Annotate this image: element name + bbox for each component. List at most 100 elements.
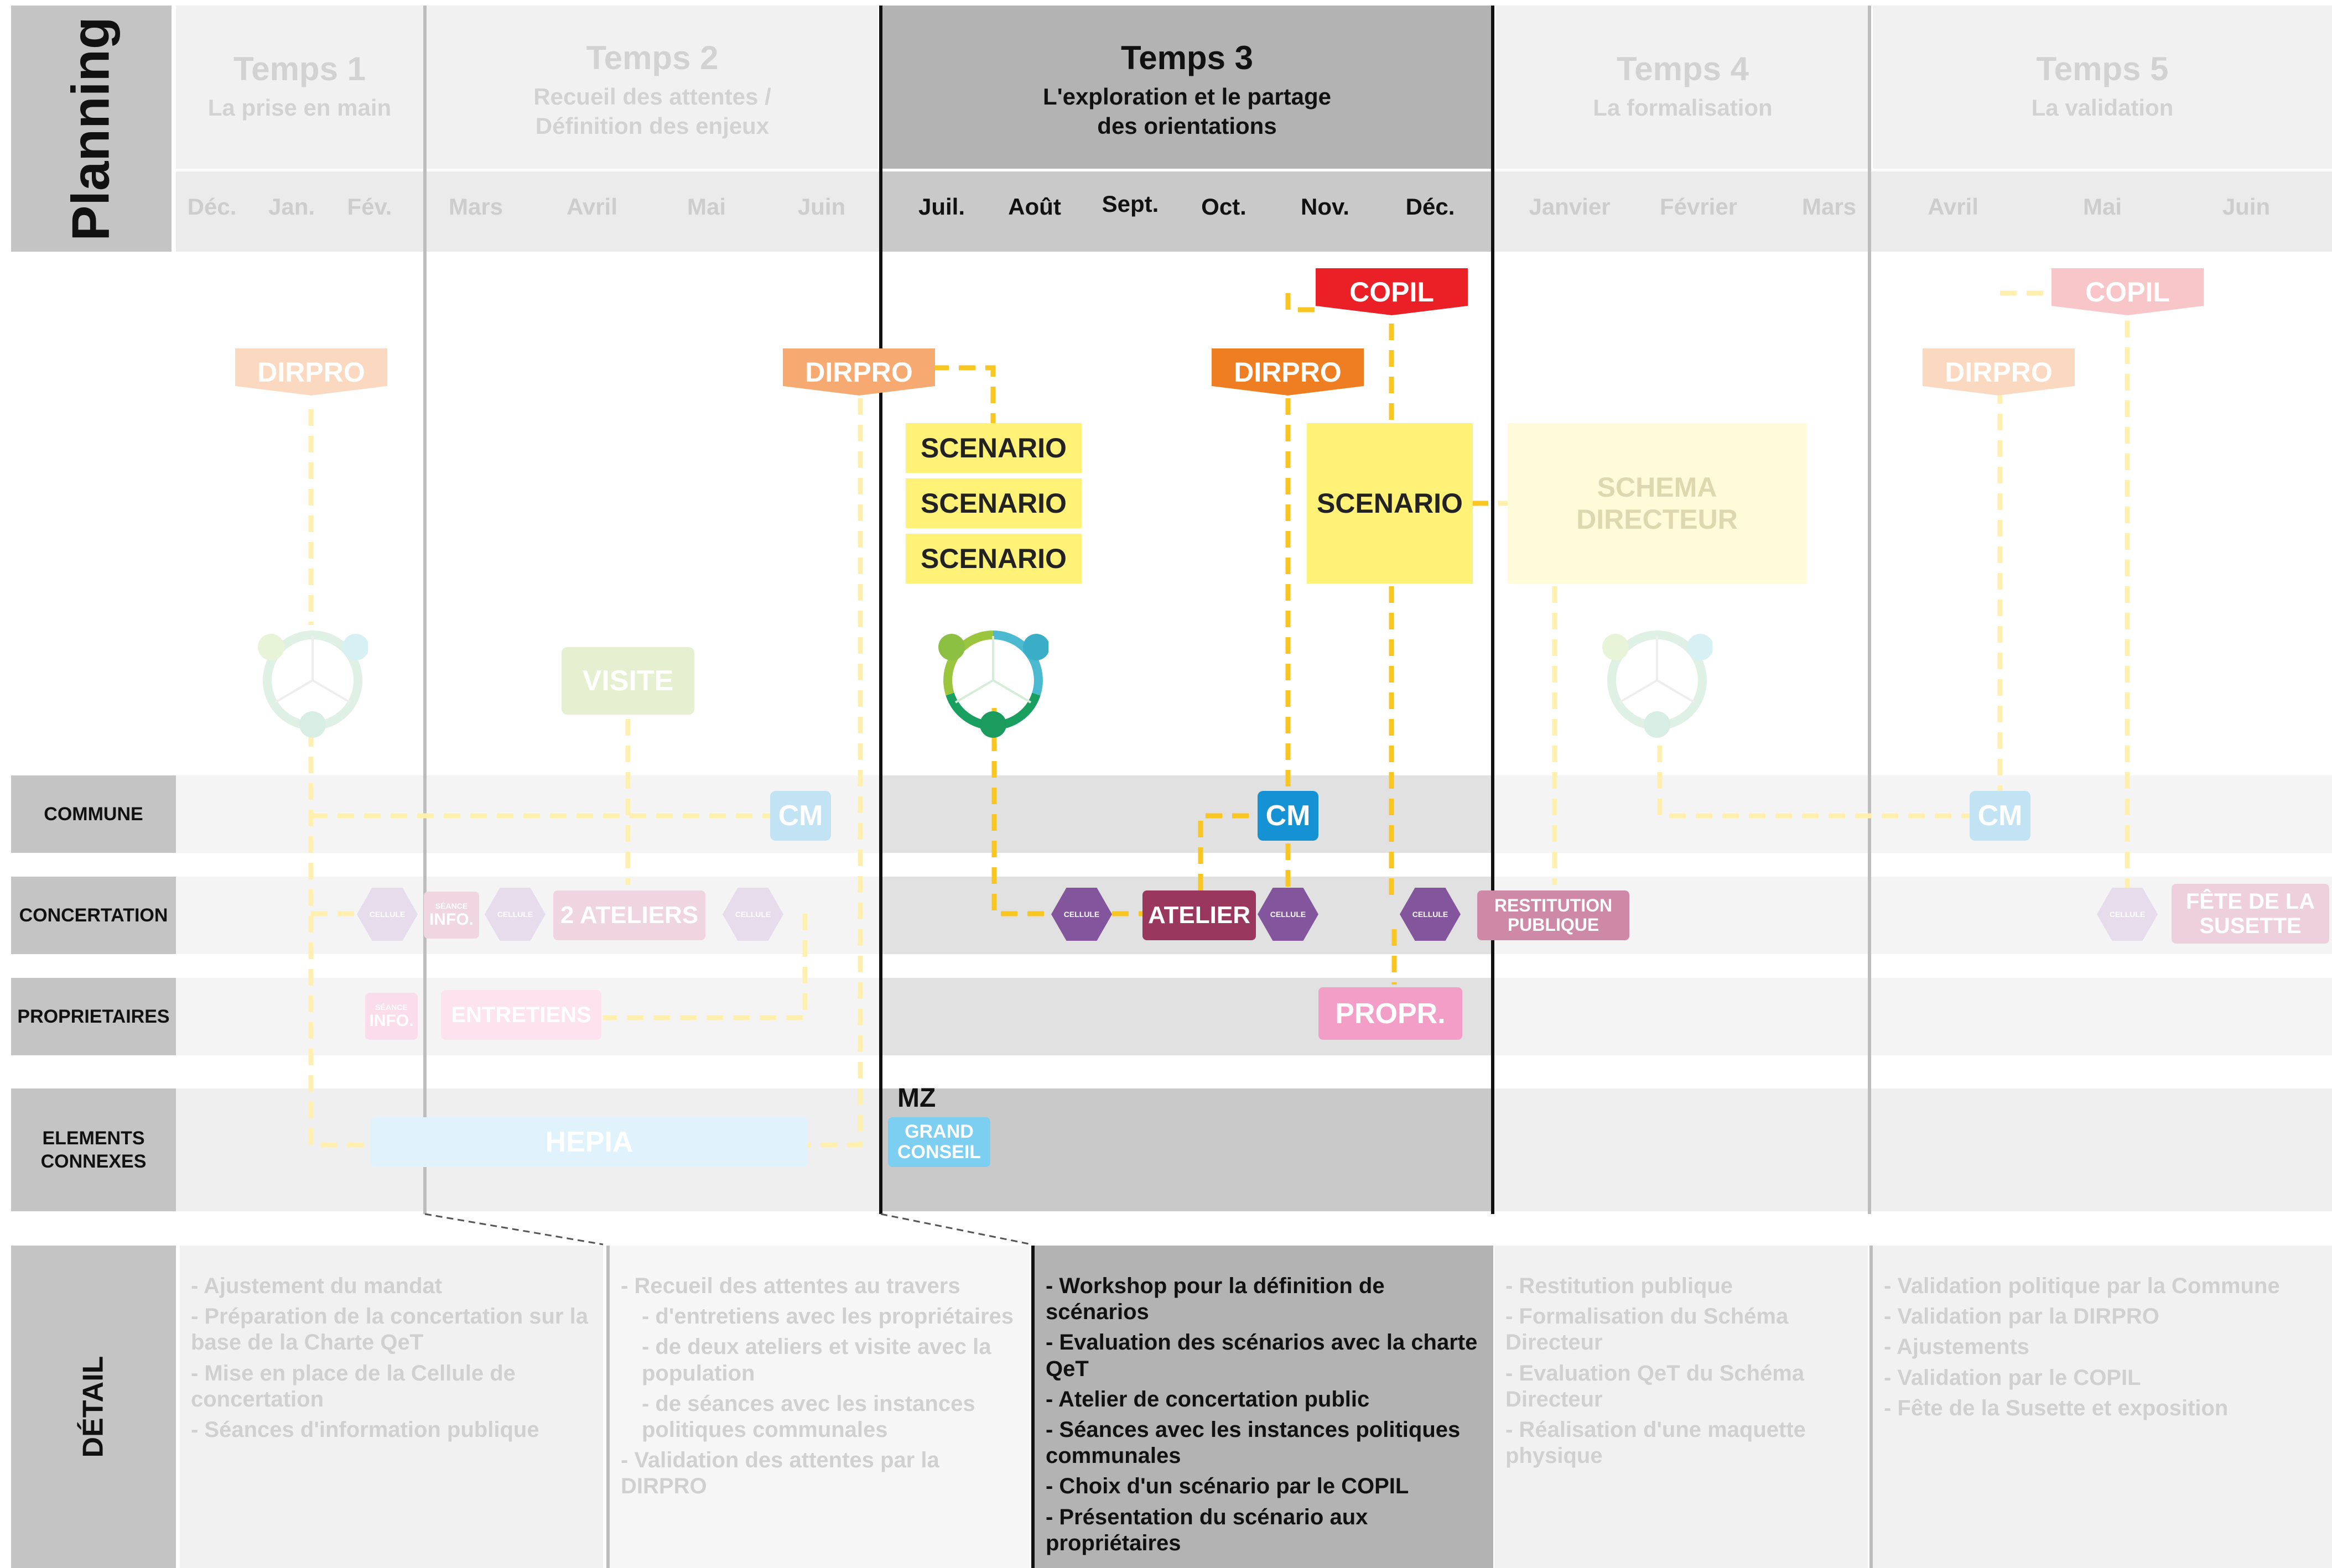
row-label-commune: COMMUNE — [11, 775, 176, 853]
phase-3-subtitle: L'exploration et le partage des orientat… — [1042, 84, 1332, 139]
scenario-box-1: SCENARIO — [906, 423, 1082, 473]
detail-subitem: - de séances avec les instances politiqu… — [642, 1391, 975, 1442]
month: Mars — [448, 194, 503, 220]
seance-info-label: INFO. — [369, 1011, 414, 1030]
detail-item: - Restitution publique — [1505, 1274, 1733, 1298]
month: Déc. — [187, 194, 237, 220]
detail-label-box: DÉTAIL — [11, 1246, 176, 1568]
month: Mai — [687, 194, 726, 220]
detail-phase-2: - Recueil des attentes au travers - d'en… — [606, 1246, 1030, 1568]
detail-item: - Evaluation des scénarios avec la chart… — [1046, 1330, 1478, 1381]
detail-item: - Choix d'un scénario par le COPIL — [1046, 1474, 1409, 1499]
row-label-proprietaires: PROPRIETAIRES — [11, 978, 176, 1055]
separator — [879, 6, 882, 1214]
seance-label: SÉANCE — [435, 901, 468, 910]
phase-2-header: Temps 2 Recueil des attentes / Définitio… — [427, 6, 878, 169]
detail-subitem: - de deux ateliers et visite avec la pop… — [642, 1335, 991, 1385]
detail-item: - Réalisation d'une maquette physique — [1505, 1417, 1806, 1468]
cm-tag-3: CM — [1970, 791, 2030, 841]
scenario-box-2: SCENARIO — [906, 478, 1082, 528]
dirpro-banner-3: DIRPRO — [1212, 348, 1364, 395]
detail-item: - Validation par le COPIL — [1884, 1365, 2141, 1390]
phase-5-header: Temps 5 La validation — [1873, 6, 2332, 169]
phase-1-header: Temps 1 La prise en main — [176, 6, 423, 169]
dirpro-banner-1: DIRPRO — [235, 348, 387, 395]
phase-2-title: Temps 2 — [586, 39, 719, 76]
detail-item: - Ajustements — [1884, 1335, 2030, 1359]
cellule-hex: CELLULE — [1051, 888, 1112, 941]
month: Mai — [2082, 194, 2122, 220]
months-band-active — [881, 171, 1493, 252]
seance-label: SÉANCE — [375, 1002, 408, 1012]
scenario-box-main: SCENARIO — [1307, 423, 1473, 584]
copil-banner-2: COPIL — [2051, 268, 2204, 315]
dirpro-banner-2: DIRPRO — [783, 348, 935, 395]
detail-item: - Séances avec les instances politiques … — [1046, 1417, 1461, 1468]
month: Avril — [1928, 194, 1978, 220]
seance-info-tag: SÉANCE INFO. — [424, 892, 479, 939]
detail-item: - Atelier de concertation public — [1046, 1387, 1370, 1411]
phase-4-title: Temps 4 — [1617, 50, 1749, 87]
phase-3-title: Temps 3 — [1121, 39, 1253, 76]
phase-2-subtitle: Recueil des attentes / Définition des en… — [533, 84, 771, 139]
separator — [423, 6, 427, 1214]
schema-directeur-box: SCHEMA DIRECTEUR — [1508, 423, 1806, 584]
detail-phase-4: - Restitution publique - Formalisation d… — [1494, 1246, 1868, 1568]
month: Février — [1659, 194, 1738, 220]
month: Fév. — [347, 194, 392, 220]
hepia-tag: HEPIA — [371, 1117, 808, 1167]
month: Sept. — [1102, 191, 1159, 217]
month: Juin — [2222, 194, 2271, 220]
planning-title-box: Planning — [11, 6, 172, 252]
detail-subitem: - d'entretiens avec les propriétaires — [642, 1304, 1014, 1329]
atelier-tag: ATELIER — [1142, 890, 1256, 940]
separator — [1868, 6, 1871, 1214]
ateliers-tag: 2 ATELIERS — [553, 890, 705, 940]
phase-4-subtitle: La formalisation — [1593, 95, 1773, 121]
month: Nov. — [1301, 194, 1349, 220]
detail-phase-1: - Ajustement du mandat - Préparation de … — [180, 1246, 603, 1568]
month: Juil. — [918, 194, 965, 220]
phase-1-title: Temps 1 — [233, 50, 366, 87]
fete-tag: FÊTE DE LA SUSETTE — [2172, 884, 2329, 944]
entretiens-tag: ENTRETIENS — [441, 990, 601, 1040]
scenario-box-3: SCENARIO — [906, 534, 1082, 584]
month: Oct. — [1201, 194, 1246, 220]
detail-item: - Validation des attentes par la DIRPRO — [621, 1448, 939, 1499]
grand-conseil-tag: GRAND CONSEIL — [888, 1117, 990, 1167]
detail-item: - Présentation du scénario aux propriéta… — [1046, 1504, 1368, 1555]
phase-5-subtitle: La validation — [2031, 95, 2174, 121]
separator — [1491, 6, 1494, 1214]
propr-tag: PROPR. — [1318, 987, 1462, 1040]
restitution-tag: RESTITUTION PUBLIQUE — [1477, 890, 1629, 940]
phase-4-header: Temps 4 La formalisation — [1496, 6, 1869, 169]
detail-item: - Evaluation QeT du Schéma Directeur — [1505, 1361, 1805, 1411]
detail-item: - Validation par la DIRPRO — [1884, 1304, 2159, 1329]
cellule-hex: CELLULE — [723, 888, 783, 941]
month: Jan. — [268, 194, 315, 220]
phase-1-subtitle: La prise en main — [207, 95, 392, 121]
detail-phase-5: - Validation politique par la Commune - … — [1869, 1246, 2332, 1568]
seance-info-tag-2: SÉANCE INFO. — [365, 993, 418, 1040]
month: Août — [1008, 194, 1061, 220]
detail-phase-3: - Workshop pour la définition de scénari… — [1031, 1246, 1493, 1568]
detail-item: - Recueil des attentes au travers — [621, 1274, 960, 1298]
month: Mars — [1801, 194, 1857, 220]
detail-item: - Préparation de la concertation sur la … — [191, 1304, 588, 1355]
mz-label: MZ — [897, 1083, 936, 1113]
row-label-concertation: CONCERTATION — [11, 877, 176, 954]
month: Janvier — [1529, 194, 1611, 220]
month: Avril — [567, 194, 617, 220]
qet-charter-icon — [257, 622, 369, 738]
seance-info-label: INFO. — [429, 910, 474, 929]
cm-tag-1: CM — [770, 791, 831, 841]
month: Juin — [797, 194, 846, 220]
detail-label: DÉTAIL — [77, 1356, 110, 1458]
detail-item: - Formalisation du Schéma Directeur — [1505, 1304, 1789, 1355]
qet-charter-icon — [1602, 622, 1713, 738]
phase-5-title: Temps 5 — [2036, 50, 2169, 87]
detail-item: - Workshop pour la définition de scénari… — [1046, 1274, 1385, 1325]
dirpro-banner-4: DIRPRO — [1923, 348, 2075, 395]
detail-item: - Ajustement du mandat — [191, 1274, 443, 1298]
